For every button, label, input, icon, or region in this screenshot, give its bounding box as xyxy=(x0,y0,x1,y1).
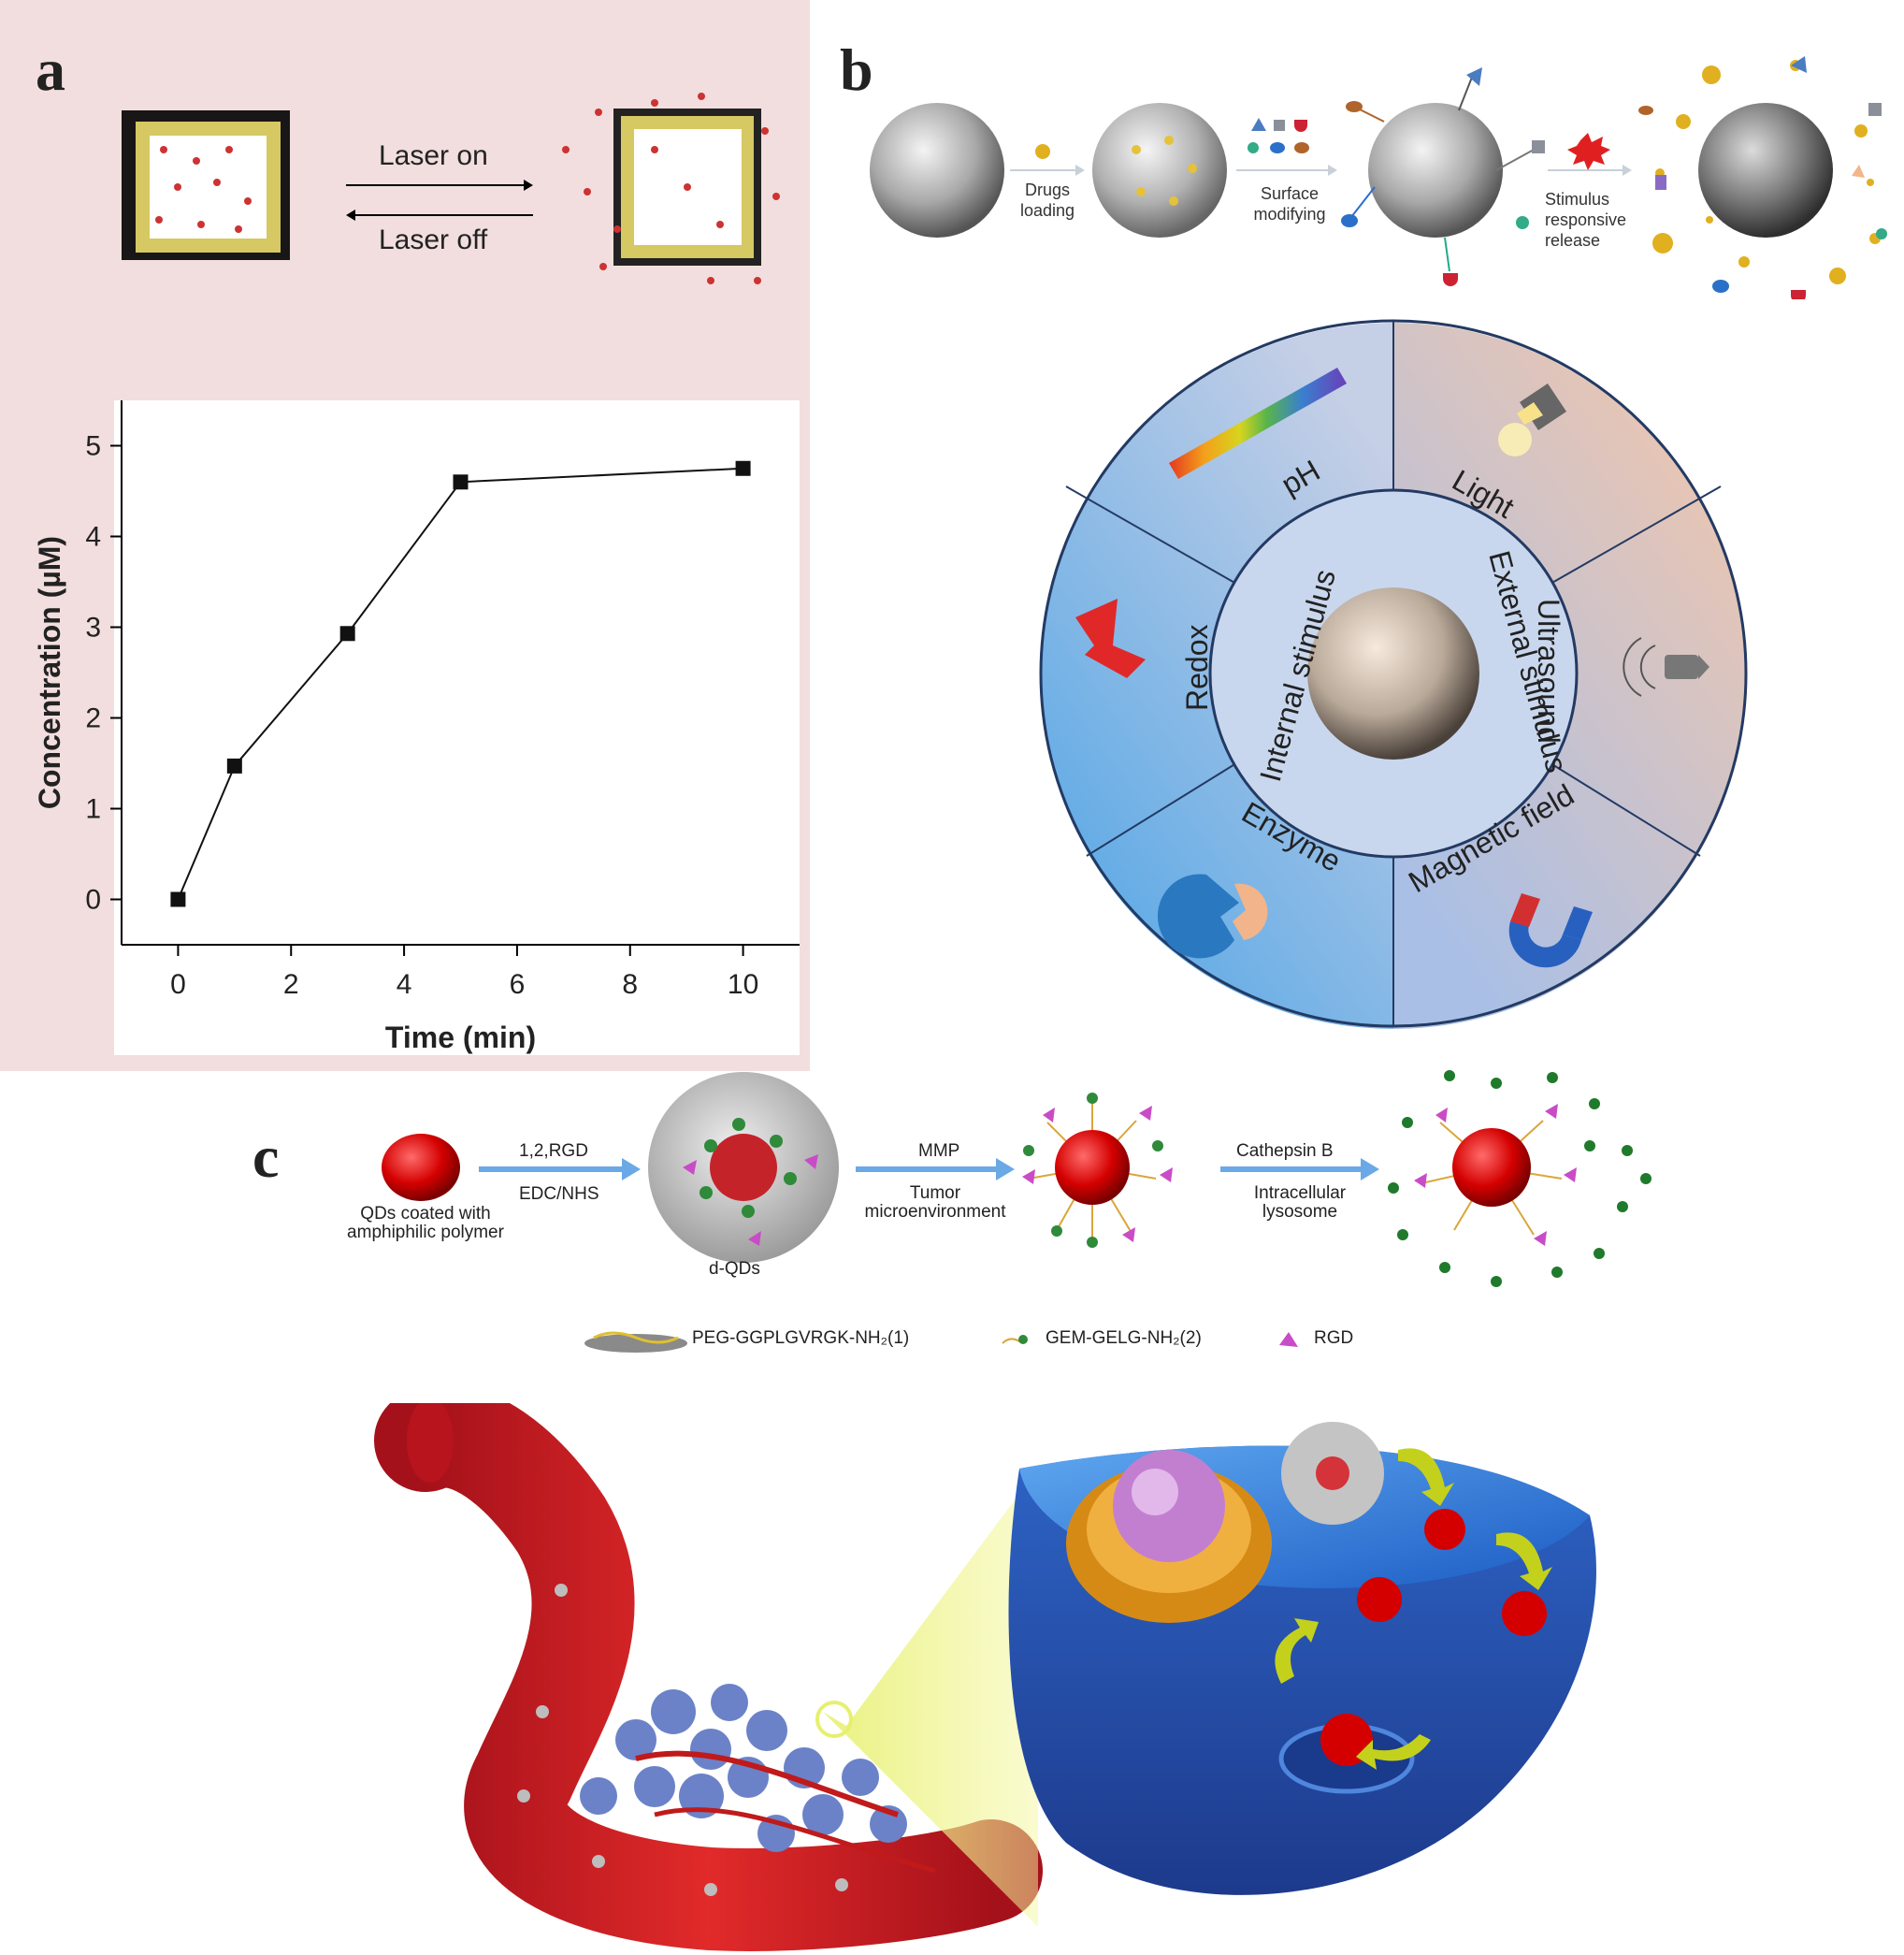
enzyme-icon xyxy=(1157,874,1268,959)
step3-top-label: Cathepsin B xyxy=(1236,1141,1334,1161)
qd-released-drug xyxy=(1388,1070,1652,1287)
internalized-qd xyxy=(1320,1509,1547,1766)
dqd-label: d-QDs xyxy=(709,1259,760,1279)
cube-released xyxy=(562,93,780,284)
legend-rgd-label: RGD xyxy=(1314,1328,1354,1348)
step1-top-label: 1,2,RGD xyxy=(519,1141,588,1161)
x-tick-label: 2 xyxy=(283,969,299,1000)
qd-label: QDs coated with amphiphilic polymer xyxy=(318,1205,533,1242)
y-axis-label: Concentration (µM) xyxy=(33,536,66,809)
y-tick-label: 4 xyxy=(85,522,101,553)
y-tick-label: 1 xyxy=(85,794,101,825)
y-tick-label: 2 xyxy=(85,703,101,734)
drugs-loading-line2: loading xyxy=(1019,201,1075,220)
step3-bottom-line1: Intracellular xyxy=(1253,1183,1347,1203)
step2-bottom-label: Tumor microenvironment xyxy=(851,1184,1019,1222)
step3-bottom-label: Intracellular lysosome xyxy=(1216,1184,1384,1222)
data-point xyxy=(339,626,355,642)
panel-c-legend-icons xyxy=(584,1331,1298,1353)
x-tick-label: 4 xyxy=(397,969,412,1000)
cube-with-polymer xyxy=(122,110,290,260)
burst-icon xyxy=(1567,133,1610,170)
x-tick-label: 0 xyxy=(170,969,186,1000)
data-point xyxy=(735,460,751,476)
panel-a-letter: a xyxy=(36,36,65,103)
panel-c-reaction-scheme xyxy=(382,1070,1652,1287)
step3-bottom-line2: lysosome xyxy=(1262,1202,1338,1222)
gem-conjugate-icon xyxy=(1002,1335,1028,1344)
data-point xyxy=(170,891,186,907)
ultrasound-icon xyxy=(1623,637,1709,697)
chart-plot-background xyxy=(114,400,800,1055)
x-tick-label: 10 xyxy=(728,969,758,1000)
qd-with-ligands xyxy=(1022,1093,1173,1248)
y-tick-label: 0 xyxy=(85,885,101,916)
stimulus-wheel xyxy=(1039,319,1748,1029)
data-point xyxy=(226,758,242,774)
peg-polymer-icon xyxy=(584,1331,687,1353)
ph-scale-icon xyxy=(1169,368,1347,479)
release-line3: release xyxy=(1545,231,1601,250)
tumor-cluster xyxy=(580,1684,907,1852)
uptake-arrows xyxy=(1275,1448,1552,1770)
rgd-icon xyxy=(1279,1332,1298,1347)
release-label: Stimulus responsive release xyxy=(1545,189,1638,251)
zoom-beam xyxy=(823,1469,1038,1927)
surface-modifying-label: Surface modifying xyxy=(1248,183,1332,224)
sphere-empty xyxy=(870,103,1004,238)
y-tick-label: 5 xyxy=(85,431,101,462)
surface-ligands-icons xyxy=(1248,118,1309,153)
blood-vessel xyxy=(374,1403,1043,1951)
drug-loading-sequence xyxy=(870,56,1887,299)
legend-gem-label: GEM-GELG-NH₂(2) xyxy=(1046,1328,1202,1348)
surface-modifying-line1: Surface xyxy=(1260,184,1320,203)
laser-off-label: Laser off xyxy=(379,224,488,255)
drugs-loading-line1: Drugs xyxy=(1024,181,1070,199)
qd-sphere xyxy=(382,1134,460,1201)
panel-c-letter: c xyxy=(252,1123,280,1190)
dqd-particle xyxy=(648,1072,839,1263)
release-line1: Stimulus xyxy=(1545,190,1610,209)
step2-top-label: MMP xyxy=(918,1141,960,1161)
y-tick-label: 3 xyxy=(85,613,101,644)
qd-label-line2: amphiphilic polymer xyxy=(347,1223,504,1242)
wheel-label-redox: Redox xyxy=(1180,624,1214,712)
panel-b-letter: b xyxy=(840,36,873,103)
qd-label-line1: QDs coated with xyxy=(360,1204,491,1224)
flashlight-icon xyxy=(1498,384,1566,456)
lightning-icon xyxy=(1075,599,1146,678)
surface-modifying-line2: modifying xyxy=(1253,205,1326,224)
tumor-cell-illustration xyxy=(374,1403,1596,1951)
sphere-modified xyxy=(1341,67,1545,286)
magnet-icon xyxy=(1508,893,1593,968)
step2-bottom-line2: microenvironment xyxy=(864,1202,1006,1222)
step1-bottom-label: EDC/NHS xyxy=(519,1184,599,1204)
data-point xyxy=(453,474,469,490)
laser-on-label: Laser on xyxy=(379,140,488,171)
sphere-released xyxy=(1638,56,1887,299)
release-line2: responsive xyxy=(1545,210,1627,229)
dqd-approaching xyxy=(1281,1422,1384,1525)
x-axis-label: Time (min) xyxy=(385,1021,536,1054)
laser-release-schematic xyxy=(122,93,780,284)
nucleus xyxy=(1066,1450,1272,1623)
x-tick-label: 6 xyxy=(510,969,526,1000)
x-tick-label: 8 xyxy=(622,969,638,1000)
legend-peg-label: PEG-GGPLGVRGK-NH₂(1) xyxy=(692,1328,910,1348)
step2-bottom-line1: Tumor xyxy=(909,1183,961,1203)
drugs-loading-label: Drugs loading xyxy=(1019,180,1075,221)
sphere-loaded xyxy=(1092,103,1227,238)
